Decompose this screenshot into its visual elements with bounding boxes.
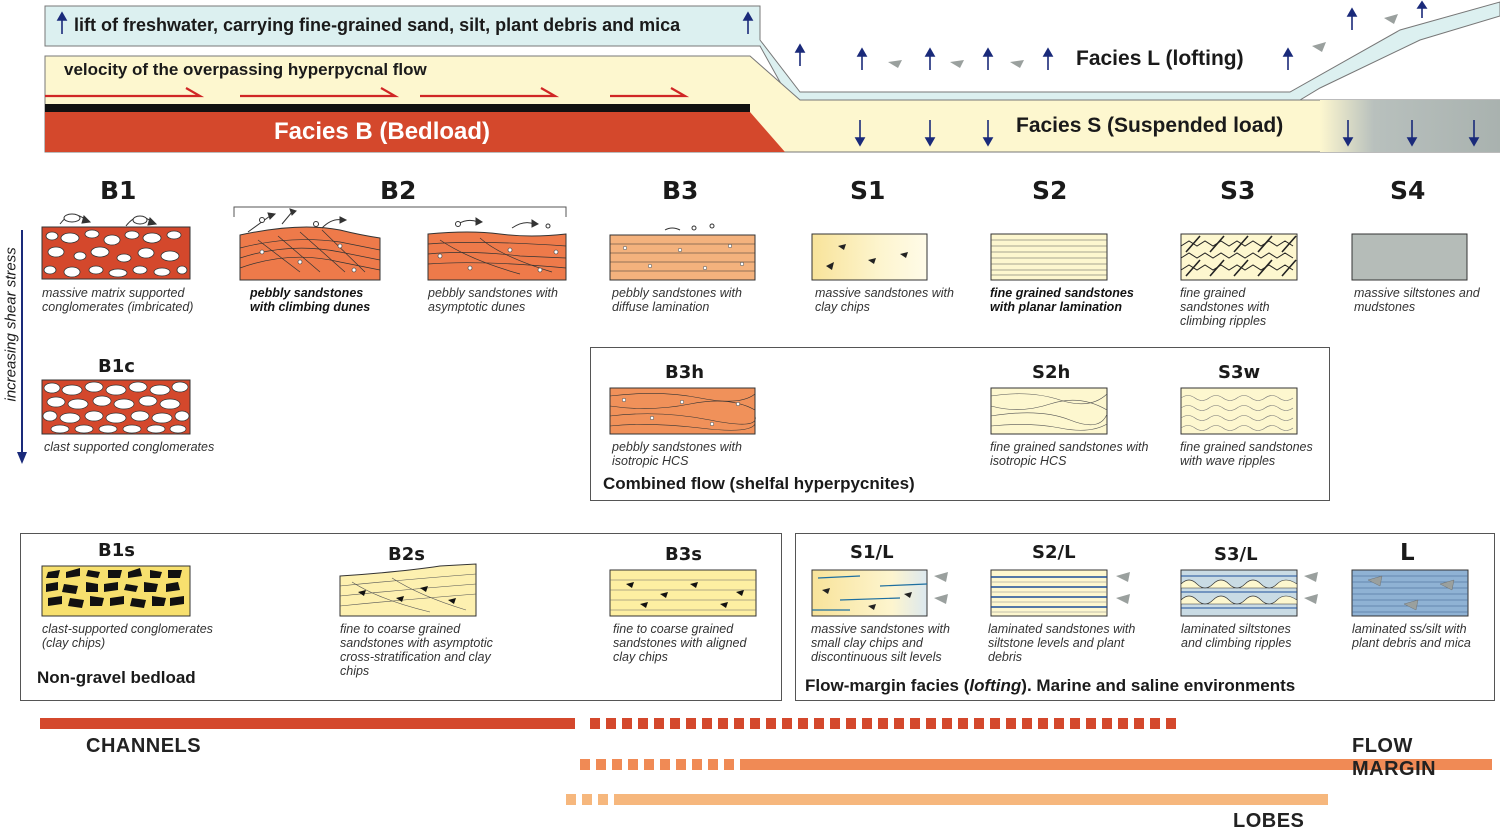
- flow-margin-bar: [740, 759, 1492, 770]
- b3s-panel: [609, 569, 757, 617]
- channels-dashed: [590, 718, 1180, 729]
- desc-b1s: clast-supported conglomerates (clay chip…: [42, 622, 213, 650]
- code-b1s: B1s: [98, 540, 135, 561]
- desc-s2h: fine grained sandstones with isotropic H…: [990, 440, 1149, 468]
- shear-stress-arrow: [17, 230, 27, 464]
- code-s2l: S2/L: [1032, 542, 1076, 563]
- code-b3s: B3s: [665, 544, 702, 565]
- code-b3: B3: [662, 176, 699, 205]
- s3l-debris: [1304, 572, 1318, 604]
- s1l-debris: [934, 572, 948, 604]
- lobes-dashed: [566, 794, 608, 805]
- b1-panel: [41, 213, 191, 280]
- desc-s1l: massive sandstones with small clay chips…: [811, 622, 950, 664]
- desc-s2: fine grained sandstones with planar lami…: [990, 286, 1134, 314]
- s3l-panel: [1180, 569, 1298, 617]
- nongravel-box: [20, 533, 782, 701]
- lobes-bar: [614, 794, 1328, 805]
- lobes-label: LOBES: [1233, 810, 1305, 832]
- desc-b2s: fine to coarse grained sandstones with a…: [340, 622, 493, 678]
- flow-margin-title: Flow-margin facies (lofting). Marine and…: [805, 676, 1295, 696]
- desc-s2l: laminated sandstones with siltstone leve…: [988, 622, 1136, 664]
- desc-s3l: laminated siltstones and climbing ripple…: [1181, 622, 1292, 650]
- b2-climbing-panel: [239, 208, 381, 281]
- channels-bar: [40, 718, 575, 729]
- code-s1l: S1/L: [850, 542, 894, 563]
- s3-panel: [1180, 233, 1298, 281]
- desc-s3: fine grained sandstones with climbing ri…: [1180, 286, 1270, 328]
- suspended-grey-fade: [1320, 100, 1500, 152]
- combined-flow-box: [590, 347, 1330, 501]
- flow-margin-dashed: [580, 759, 735, 770]
- b1s-panel: [41, 565, 191, 617]
- desc-s3w: fine grained sandstones with wave ripple…: [1180, 440, 1313, 468]
- code-s2h: S2h: [1032, 362, 1071, 383]
- facies-b-label: Facies B (Bedload): [274, 118, 491, 145]
- facies-s-label: Facies S (Suspended load): [1016, 114, 1284, 137]
- code-s4: S4: [1390, 176, 1426, 205]
- nongravel-title: Non-gravel bedload: [37, 668, 196, 687]
- code-b1: B1: [100, 176, 137, 205]
- s2l-debris: [1116, 572, 1130, 604]
- facies-l-label: Facies L (lofting): [1076, 47, 1244, 70]
- code-b3h: B3h: [665, 362, 705, 383]
- s4-panel: [1351, 233, 1468, 281]
- code-s3l: S3/L: [1214, 544, 1258, 565]
- s2h-panel: [990, 387, 1108, 435]
- s1-panel: [811, 233, 928, 281]
- lofting-band: [44, 1, 1500, 101]
- bedload-top-line: [45, 104, 750, 112]
- b2s-panel: [339, 563, 477, 617]
- desc-b3: pebbly sandstones with diffuse laminatio…: [612, 286, 742, 314]
- code-b2: B2: [380, 176, 417, 205]
- desc-s1: massive sandstones with clay chips: [815, 286, 954, 314]
- s3w-panel: [1180, 387, 1298, 435]
- code-b2s: B2s: [388, 544, 425, 565]
- code-l: L: [1400, 540, 1415, 566]
- b1c-panel: [41, 379, 191, 435]
- channels-label: CHANNELS: [86, 735, 202, 757]
- bedload-band: [45, 112, 785, 152]
- s2-panel: [990, 233, 1108, 281]
- flow-margin-label: FLOW MARGIN: [1352, 735, 1437, 780]
- velocity-arrows: [45, 87, 690, 98]
- velocity-label: velocity of the overpassing hyperpycnal …: [64, 60, 427, 79]
- suspended-down-arrows: [854, 120, 1480, 147]
- s2l-panel: [990, 569, 1108, 617]
- flow-margin-title-a: Flow-margin facies (: [805, 676, 970, 695]
- desc-b3s: fine to coarse grained sandstones with a…: [613, 622, 747, 664]
- desc-s4: massive siltstones and mudstones: [1354, 286, 1480, 314]
- flow-margin-title-em: lofting: [969, 676, 1022, 695]
- flow-margin-box: [795, 533, 1495, 701]
- b3h-panel: [609, 387, 756, 435]
- combined-flow-title: Combined flow (shelfal hyperpycnites): [603, 474, 915, 493]
- b2-asymptotic-panel: [427, 217, 567, 281]
- lift-label: lift of freshwater, carrying fine-graine…: [74, 15, 681, 35]
- desc-b2-climbing: pebbly sandstones with climbing dunes: [250, 286, 371, 314]
- plant-debris-flakes: [888, 14, 1398, 68]
- code-b1c: B1c: [98, 356, 135, 377]
- b3-panel: [609, 223, 756, 281]
- code-s3w: S3w: [1218, 362, 1261, 383]
- facies-panels: [41, 208, 1469, 617]
- desc-b3h: pebbly sandstones with isotropic HCS: [612, 440, 742, 468]
- desc-b2-asymptotic: pebbly sandstones with asymptotic dunes: [428, 286, 558, 314]
- l-panel: [1351, 569, 1469, 617]
- flow-margin-title-b: ). Marine and saline environments: [1021, 676, 1296, 695]
- desc-l: laminated ss/silt with plant debris and …: [1352, 622, 1471, 650]
- desc-b1c: clast supported conglomerates: [44, 440, 215, 454]
- b2-bracket: [233, 206, 567, 217]
- code-s3: S3: [1220, 176, 1256, 205]
- desc-b1: massive matrix supported conglomerates (…: [42, 286, 194, 314]
- code-s2: S2: [1032, 176, 1068, 205]
- s1l-panel: [811, 569, 928, 617]
- code-s1: S1: [850, 176, 886, 205]
- lift-up-arrows: [56, 0, 1428, 70]
- flow-header-graphic: [44, 0, 1500, 153]
